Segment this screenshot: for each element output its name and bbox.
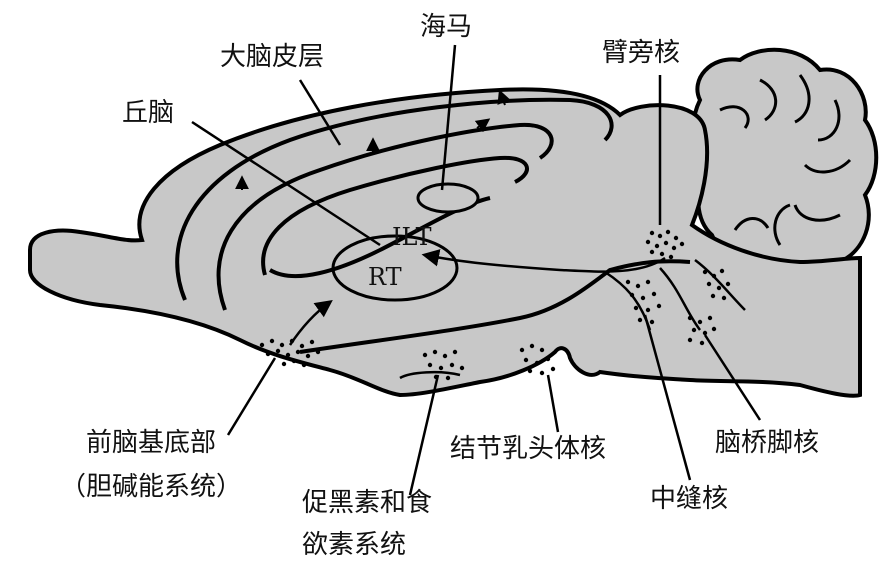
cortex-layer-middle — [216, 122, 554, 311]
label-hippocampus: 海马 — [420, 12, 473, 42]
leader-basal-forebrain — [226, 357, 277, 436]
leader-pedunculopontine — [703, 334, 762, 421]
dots-pedunculopontine — [687, 315, 717, 346]
label-tuberomammillary: 结节乳头体核 — [450, 434, 607, 464]
cortex-layer-outer — [175, 97, 614, 301]
brainstem-to-thalamus-arrow — [421, 249, 666, 273]
label-rt: RT — [368, 263, 402, 291]
label-raphe: 中缝核 — [650, 484, 729, 514]
cortex-arrow-3 — [497, 89, 511, 106]
dots-orexin — [422, 349, 465, 381]
dots-basal-forebrain — [259, 338, 321, 368]
label-basal-forebrain-line1: 前脑基底部 — [86, 428, 217, 458]
cortex-layer-inner — [261, 155, 529, 276]
hippocampus-shape — [416, 182, 480, 214]
cerebellum-folia — [719, 74, 852, 246]
label-orexin-line1: 促黑素和食 — [302, 488, 433, 518]
cerebellum-shape — [691, 47, 879, 273]
cortex-arrow-4 — [474, 118, 491, 133]
label-cortex: 大脑皮层 — [220, 42, 325, 72]
mammillary-bump — [399, 370, 461, 380]
label-orexin-line2: 欲素系统 — [302, 530, 407, 560]
label-parabrachial: 臂旁核 — [602, 38, 681, 68]
thalamus-rt-ellipse — [331, 234, 459, 302]
dots-brainstem-upper — [702, 268, 731, 301]
dots-parabrachial — [645, 229, 685, 260]
leader-raphe — [643, 314, 692, 481]
label-pedunculopontine: 脑桥脚核 — [715, 428, 820, 458]
label-basal-forebrain-line2: （胆碱能系统） — [60, 472, 243, 502]
dots-tuberomammillary — [519, 343, 556, 376]
leader-thalamus — [191, 120, 381, 247]
label-ilt: ILT — [392, 223, 432, 251]
leader-cortex — [298, 79, 342, 146]
dots-raphe — [625, 279, 662, 325]
subcortical-boundary — [299, 259, 691, 354]
leader-orexin — [408, 374, 440, 496]
leader-hippocampus — [440, 44, 457, 191]
label-thalamus: 丘脑 — [122, 98, 175, 128]
leader-tuberomammillary — [546, 374, 560, 433]
